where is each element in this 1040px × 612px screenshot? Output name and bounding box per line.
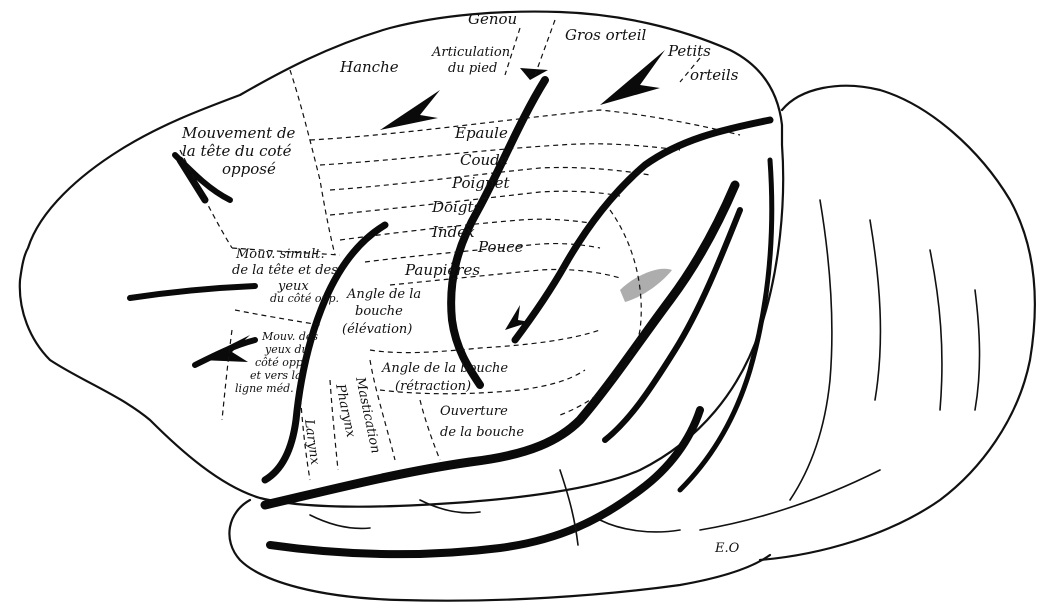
label-mouv-simult-2: de la tête et des [232,263,338,278]
cerebellum-folium-2 [870,220,880,400]
label-poignet: Poignet [451,174,510,192]
label-pouce: Pouce [477,238,524,256]
label-angle-retr-1: Angle de la bouche [381,361,508,376]
label-petits: Petits [667,42,711,60]
middle-frontal-sulcus [130,286,255,298]
label-mastication: Mastication [352,375,383,455]
label-mouv-yeux-5: ligne méd. [235,382,294,395]
label-mouvement-2: la tête du coté [182,142,292,160]
label-mouvement-1: Mouvement de [181,124,296,142]
label-ouverture-2: de la bouche [440,425,524,440]
label-mouv-yeux-2: yeux du [264,343,309,356]
label-doigts: Doigts [431,198,481,216]
label-angle-elev-3: (élévation) [342,322,412,337]
hemisphere-outline [20,12,783,507]
label-larynx: Larynx [301,417,322,466]
label-mouvement-3: opposé [222,160,276,178]
cerebellum-folium-3 [930,250,942,410]
label-mouv-simult-1: Mouv. simult. [235,247,325,262]
label-mouv-yeux-1: Mouv. des [261,330,318,343]
boundary-ouverture-left [420,400,440,460]
label-angle-elev-2: bouche [355,304,403,319]
label-articulation-2: du pied [448,61,497,76]
label-angle-elev-1: Angle de la [346,287,421,302]
boundary-mouvsimult-bottom [235,310,320,325]
sulcus-wedge-hanche [380,90,440,130]
boundary-mouvement-right [290,70,335,255]
label-genou: Genou [468,10,517,28]
cerebellum-folium-1 [790,200,832,500]
label-index: Index [431,223,475,241]
label-articulation: Articulation [431,45,510,60]
label-paupieres: Paupières [404,261,480,279]
cerebellum-outline [760,86,1035,560]
label-angle-retr-2: (rétraction) [395,379,471,394]
sulcus-wedge-frontal [200,335,250,362]
label-hanche: Hanche [339,58,399,76]
label-mouv-simult-4: du côté opp. [270,292,339,305]
signature: E.O [714,541,740,556]
cerebellum-folium-4 [975,290,980,410]
boundary-face-right [560,210,641,415]
boundary-mouvyeux-left [222,330,232,420]
label-mouv-yeux-4: et vers la [250,369,302,382]
label-gros-orteil: Gros orteil [565,26,647,44]
boundary-genou-grosorteil [535,20,555,75]
label-coude: Coude [460,151,509,169]
sulcus-wedge-gros-orteil [600,50,665,105]
label-orteils: orteils [690,66,739,84]
label-mouv-yeux-3: côté opp. [255,356,306,369]
label-pharynx: Pharynx [332,382,358,440]
label-ouverture-1: Ouverture [440,404,508,419]
label-epaule: Epaule [454,124,508,142]
shaded-spot [620,269,672,302]
temporal-gyrus-3 [600,520,680,532]
temporal-gyrus-1 [310,515,370,528]
